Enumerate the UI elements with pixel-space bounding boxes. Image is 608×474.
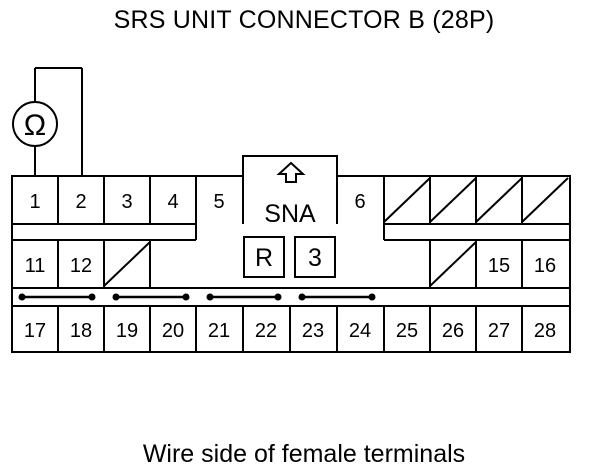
- shorting-dot: [112, 293, 120, 301]
- terminal-label: 20: [162, 320, 184, 342]
- unused-terminal-8: [429, 177, 477, 223]
- terminal-label: 26: [442, 320, 464, 342]
- shorting-dot: [18, 293, 26, 301]
- terminal-label: 6: [354, 191, 365, 213]
- terminal-label: 24: [349, 320, 371, 342]
- up-arrow-icon: [276, 161, 306, 183]
- terminal-label: 17: [24, 320, 46, 342]
- ohm-symbol: Ω: [24, 109, 46, 142]
- terminal-label: 5: [213, 191, 224, 213]
- terminal-label: 4: [167, 191, 178, 213]
- unused-terminal-7: [383, 177, 431, 223]
- terminal-label: 15: [488, 255, 510, 277]
- terminal-label: 2: [75, 191, 86, 213]
- unused-terminal-10: [521, 177, 569, 223]
- terminal-label: 16: [534, 255, 556, 277]
- terminal-label: 21: [208, 320, 230, 342]
- terminal-label: 3: [121, 191, 132, 213]
- shorting-dot: [182, 293, 190, 301]
- terminal-label: 11: [25, 255, 46, 277]
- diagram-title: SRS UNIT CONNECTOR B (28P): [113, 6, 495, 34]
- r-box-label: R: [255, 244, 273, 272]
- unused-terminal-13: [103, 241, 151, 287]
- diagram-caption: Wire side of female terminals: [142, 440, 466, 468]
- unused-terminal-14: [429, 241, 477, 287]
- terminal-label: 22: [255, 320, 277, 342]
- terminal-label: 23: [302, 320, 324, 342]
- terminal-label: 28: [534, 320, 556, 342]
- r-box: [243, 236, 285, 278]
- center-label: SNA: [264, 200, 316, 228]
- shorting-dot: [206, 293, 214, 301]
- shorting-dot: [274, 293, 282, 301]
- terminal-label: 19: [116, 320, 138, 342]
- three-box-label: 3: [308, 244, 322, 272]
- shorting-dot: [88, 293, 96, 301]
- terminal-label: 1: [29, 191, 40, 213]
- terminal-label: 12: [70, 255, 92, 277]
- shorting-dot: [298, 293, 306, 301]
- terminal-label: 25: [396, 320, 418, 342]
- three-box: [294, 236, 336, 278]
- ohmmeter-icon: [12, 101, 58, 147]
- terminal-label: 27: [488, 320, 510, 342]
- shorting-dot: [368, 293, 376, 301]
- terminal-label: 18: [70, 320, 92, 342]
- unused-terminal-9: [475, 177, 523, 223]
